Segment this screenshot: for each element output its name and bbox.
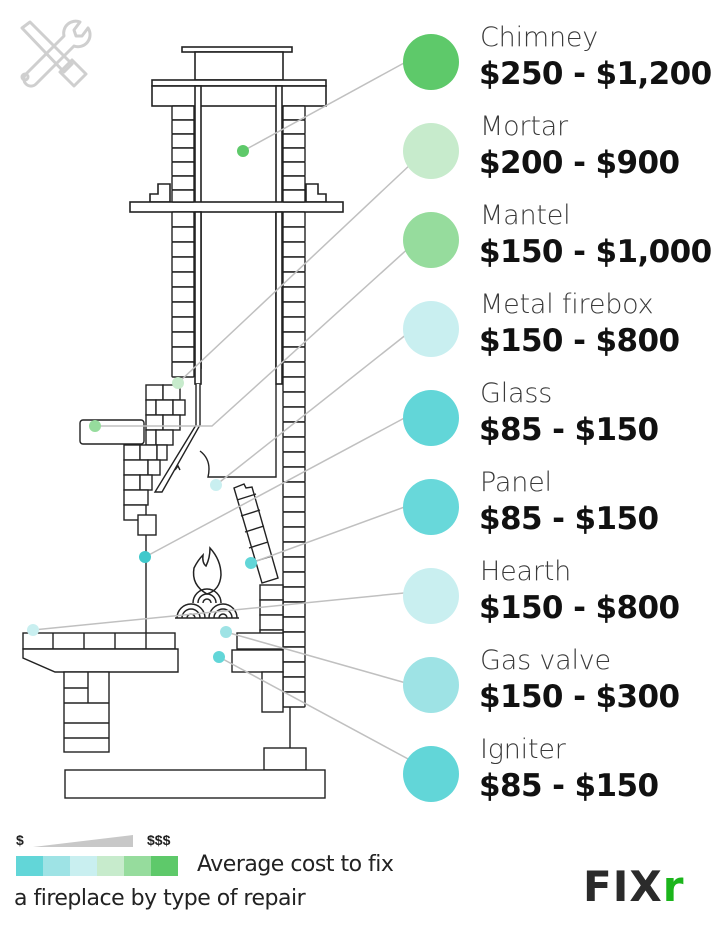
marker-metal-firebox — [210, 479, 222, 491]
repair-name: Chimney — [480, 22, 599, 53]
repair-item-mantel: Mantel $150 - $1,000 — [403, 200, 720, 288]
marker-chimney — [237, 145, 249, 157]
repair-name: Hearth — [480, 556, 572, 587]
caption-line-2: a fireplace by type of repair — [14, 886, 306, 911]
repair-item-metal-firebox: Metal firebox $150 - $800 — [403, 289, 720, 377]
glass-color-dot — [403, 390, 459, 446]
caption-line-1: Average cost to fix — [197, 852, 394, 877]
metal-firebox-color-dot — [403, 301, 459, 357]
tools-icon — [20, 19, 92, 88]
repair-markers — [27, 145, 257, 663]
flame-icon — [175, 546, 239, 619]
cost-ramp-icon — [33, 835, 133, 847]
mantel-color-dot — [403, 212, 459, 268]
repair-name: Glass — [480, 378, 553, 409]
repair-price: $85 - $150 — [479, 501, 659, 537]
repair-item-hearth: Hearth $150 - $800 — [403, 556, 720, 644]
logo-main-text: FIX — [583, 862, 663, 911]
marker-glass — [139, 551, 151, 563]
repair-item-igniter: Igniter $85 - $150 — [403, 734, 720, 822]
repair-price: $150 - $1,000 — [479, 234, 712, 270]
repair-price: $250 - $1,200 — [479, 56, 712, 92]
igniter-color-dot — [403, 746, 459, 802]
repair-price: $200 - $900 — [479, 145, 680, 181]
legend-color-scale — [16, 856, 178, 876]
repair-price: $85 - $150 — [479, 412, 659, 448]
marker-hearth — [27, 624, 39, 636]
repair-name: Panel — [480, 467, 552, 498]
legend-swatch — [151, 856, 178, 876]
repair-item-mortar: Mortar $200 - $900 — [403, 111, 720, 199]
marker-igniter — [213, 651, 225, 663]
panel-color-dot — [403, 479, 459, 535]
marker-mantel — [89, 420, 101, 432]
repair-name: Gas valve — [480, 645, 611, 676]
repair-item-chimney: Chimney $250 - $1,200 — [403, 22, 720, 110]
marker-panel — [245, 557, 257, 569]
legend-swatch — [97, 856, 124, 876]
logo-accent-text: r — [662, 862, 685, 911]
repair-price: $150 - $300 — [479, 679, 680, 715]
repair-name: Metal firebox — [480, 289, 654, 320]
repair-name: Mortar — [480, 111, 568, 142]
repair-item-gas-valve: Gas valve $150 - $300 — [403, 645, 720, 733]
repair-name: Igniter — [480, 734, 566, 765]
marker-gas-valve — [220, 626, 232, 638]
legend-swatch — [16, 856, 43, 876]
legend-high-label: $$$ — [147, 832, 171, 848]
repair-name: Mantel — [480, 200, 571, 231]
repair-price: $150 - $800 — [479, 323, 680, 359]
legend-swatch — [70, 856, 97, 876]
fixr-logo: FIXr — [583, 866, 684, 908]
repair-item-panel: Panel $85 - $150 — [403, 467, 720, 555]
legend-swatch — [43, 856, 70, 876]
gas-valve-color-dot — [403, 657, 459, 713]
legend-swatch — [124, 856, 151, 876]
marker-mortar — [172, 377, 184, 389]
repair-price: $150 - $800 — [479, 590, 680, 626]
repair-item-glass: Glass $85 - $150 — [403, 378, 720, 466]
legend-low-label: $ — [16, 832, 24, 848]
mortar-color-dot — [403, 123, 459, 179]
repair-price: $85 - $150 — [479, 768, 659, 804]
chimney-color-dot — [403, 34, 459, 90]
hearth-color-dot — [403, 568, 459, 624]
